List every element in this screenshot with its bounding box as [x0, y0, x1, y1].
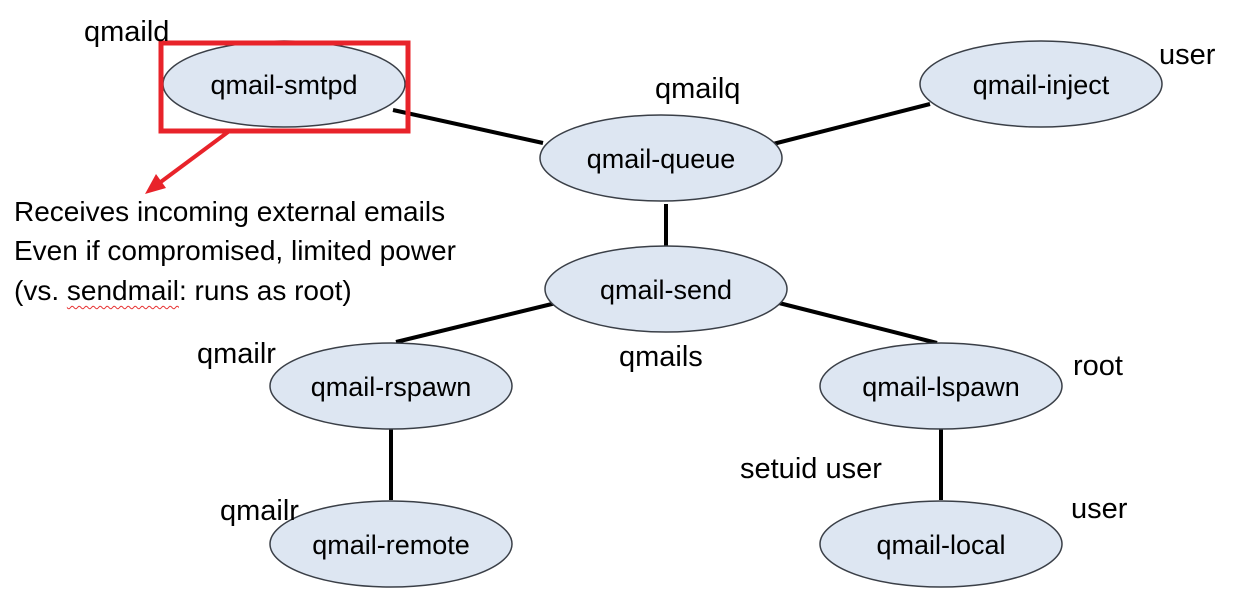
note-line-3-prefix: (vs.: [14, 275, 67, 306]
node-label: qmail-queue: [587, 144, 736, 174]
note-line-2: Even if compromised, limited power: [14, 235, 456, 266]
user-label-qmailr-remote: qmailr: [220, 495, 299, 527]
node-qmail-lspawn: qmail-lspawn: [819, 342, 1063, 430]
node-qmail-inject: qmail-inject: [919, 40, 1163, 128]
edge-inject-queue: [772, 102, 931, 146]
node-qmail-send: qmail-send: [544, 245, 788, 333]
user-label-qmailq: qmailq: [655, 73, 741, 105]
user-label-root: root: [1073, 350, 1123, 382]
node-qmail-local: qmail-local: [819, 500, 1063, 588]
node-label: qmail-inject: [973, 70, 1110, 100]
edge-send-lspawn: [778, 301, 938, 345]
user-label-qmaild: qmaild: [84, 16, 170, 48]
highlight-arrow-line: [156, 130, 230, 186]
edge-smtpd-queue: [392, 108, 544, 145]
node-label: qmail-smtpd: [210, 70, 357, 100]
user-label-setuid-user: setuid user: [740, 453, 882, 485]
highlight-box: [158, 40, 411, 134]
node-qmail-smtpd: qmail-smtpd: [162, 40, 406, 128]
highlight-arrow-head: [145, 174, 166, 194]
edge-send-rspawn: [395, 301, 557, 344]
user-label-qmails: qmails: [619, 341, 703, 373]
node-qmail-queue: qmail-queue: [539, 114, 783, 202]
node-qmail-remote: qmail-remote: [269, 500, 513, 588]
note-spellcheck-word: sendmail: [66, 275, 179, 306]
note-line-1: Receives incoming external emails: [14, 196, 446, 227]
node-label: qmail-lspawn: [862, 372, 1020, 402]
node-label: qmail-local: [876, 530, 1005, 560]
node-qmail-rspawn: qmail-rspawn: [269, 342, 513, 430]
node-label: qmail-remote: [312, 530, 470, 560]
node-label: qmail-rspawn: [311, 372, 472, 402]
node-label: qmail-send: [600, 275, 732, 305]
user-label-qmailr-rspawn: qmailr: [197, 338, 276, 370]
note-line-3: (vs. sendmail: runs as root): [14, 277, 352, 305]
user-label-inject-user: user: [1159, 39, 1216, 71]
user-label-local-user: user: [1071, 493, 1128, 525]
note-line-3-suffix: : runs as root): [178, 275, 352, 306]
